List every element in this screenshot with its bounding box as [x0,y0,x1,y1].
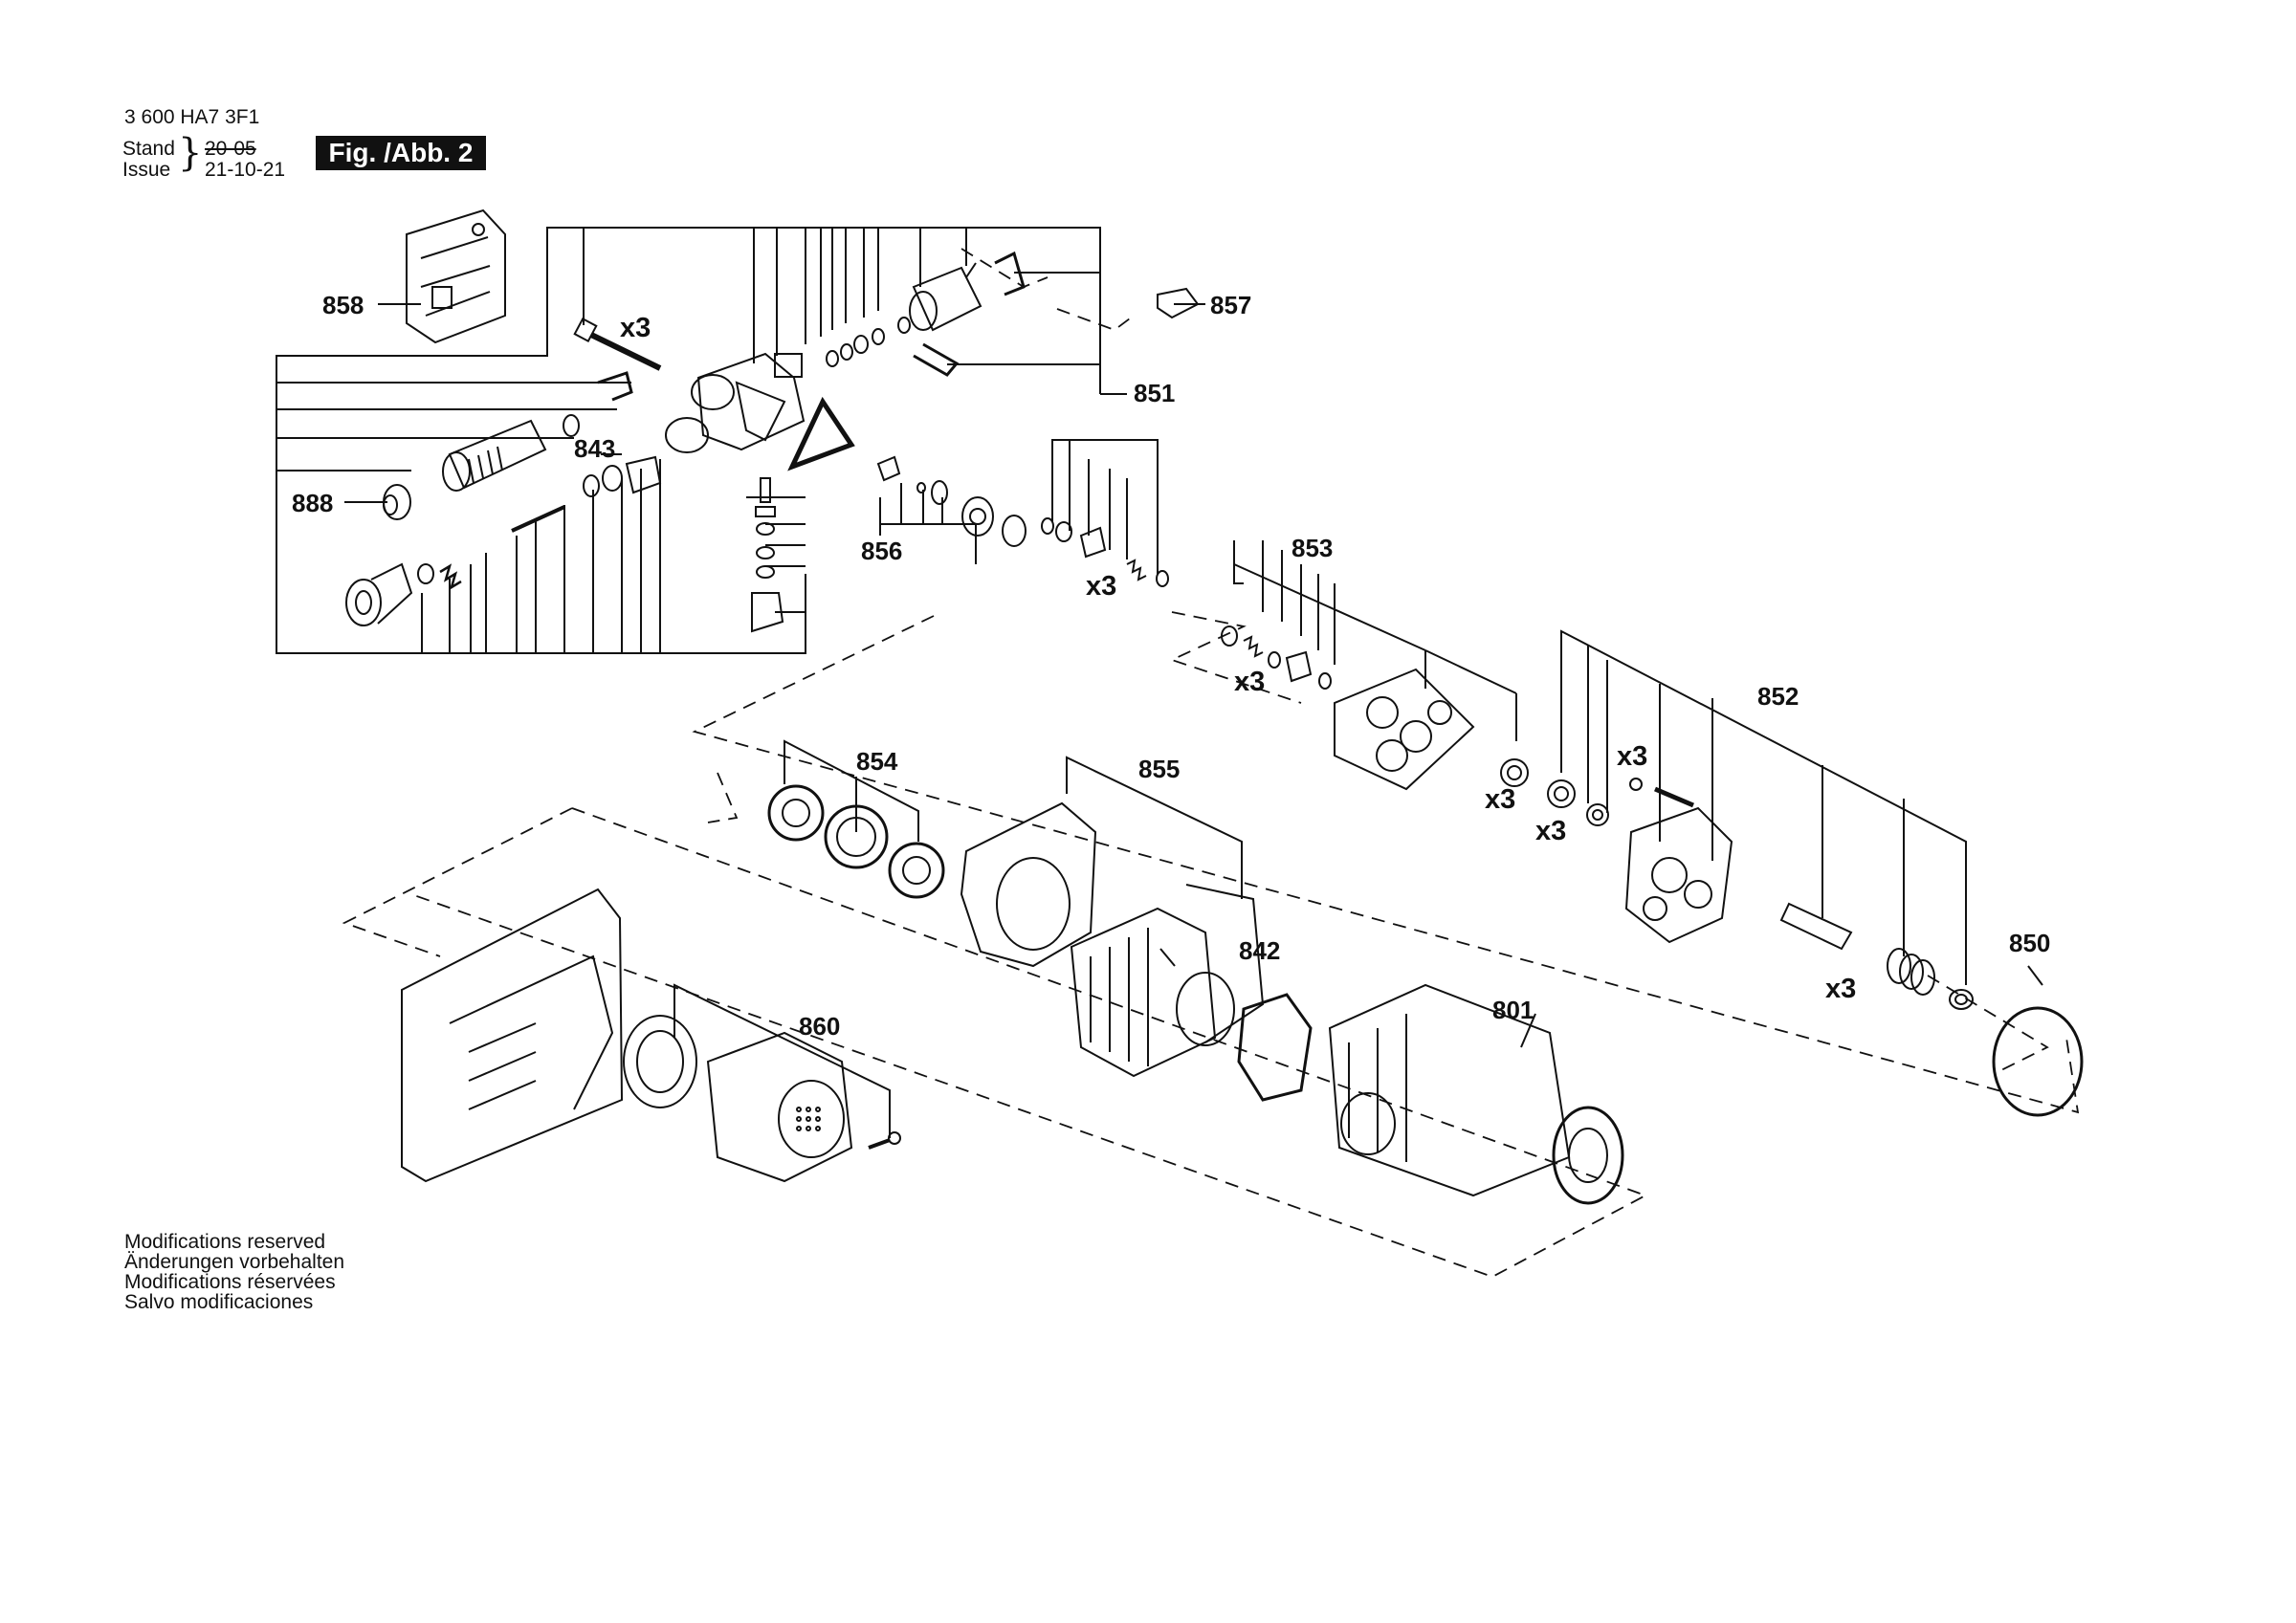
leader-lines [344,303,2043,1048]
notice-es: Salvo modificaciones [124,1291,314,1313]
vent-pattern [796,1107,821,1131]
part-clip-right [913,342,960,377]
brace-symbol: } [178,131,203,175]
part-858-valve-housing [406,208,506,344]
part-pump-block [1334,668,1475,791]
part-854-bearing [767,784,945,899]
part-small-seals-top [826,317,911,367]
part-triangle-seal [787,396,855,472]
qty-bolt: x3 [620,313,651,343]
part-888-filter [383,484,411,520]
qty-pump-ring-2: x3 [1535,816,1566,846]
figure-label: Fig. /Abb. 2 [316,136,486,170]
part-pump-rings [1500,758,1609,826]
bracket-856 [879,483,977,564]
bracket-854 [784,739,919,842]
callout-853: 853 [1292,534,1333,562]
bracket-853 [1051,439,1517,741]
part-856-components [876,455,1027,547]
part-852-pistons [1779,902,1974,1010]
part-853-lower-seals [1221,625,1332,690]
part-855-fan-cover [960,801,1097,968]
part-cylinder [442,419,547,492]
notice-fr: Modifications réservées [124,1271,336,1293]
bracket-852 [1560,629,1967,985]
part-piston-rod [417,505,565,590]
part-853-upper-seals [1041,517,1169,587]
part-nozzle [345,562,413,626]
callout-801: 801 [1492,996,1534,1024]
stand-date: 20-05 [205,138,256,160]
callout-857: 857 [1210,291,1251,319]
bracket-855 [1066,756,1243,899]
bracket-860 [673,983,891,1138]
callout-854: 854 [856,747,898,776]
notice-de: Änderungen vorbehalten [124,1251,345,1273]
callout-851: 851 [1134,379,1175,407]
callout-855: 855 [1138,755,1180,783]
qty-853-upper: x3 [1086,571,1116,602]
part-852-housing [1624,786,1733,944]
part-clip-top [597,371,633,402]
part-842-gasket [1237,993,1313,1102]
callout-852: 852 [1757,682,1799,711]
stand-label: Stand [122,138,175,160]
part-pump-manifold [665,352,806,453]
bracket-851 [276,227,1127,654]
issue-label: Issue [122,159,171,181]
dashed-assembly-guides [342,248,2080,1278]
part-base-housing [401,888,697,1183]
issue-date: 21-10-21 [205,159,286,181]
modifications-notice: Modifications reserved Änderungen vorbeh… [124,1232,344,1312]
callout-858: 858 [322,291,364,319]
callout-888: 888 [292,489,333,517]
notice-en: Modifications reserved [124,1231,326,1253]
callout-860: 860 [799,1012,840,1041]
part-long-bolt [573,317,662,371]
part-860-motor-cover [706,1031,853,1183]
qty-pump-ring-1: x3 [1485,784,1515,815]
part-vertical-valve-stack [751,477,784,633]
document-number: 3 600 HA7 3F1 [124,106,260,128]
part-clip-upper-right [994,251,1026,296]
callout-850: 850 [2009,929,2050,957]
qty-852-pistons: x3 [1825,974,1856,1004]
part-860-screw [868,1131,901,1150]
part-857-cap [1157,287,1200,319]
part-motor-armature [1070,884,1265,1078]
part-850-o-ring [1992,1006,2084,1117]
callout-856: 856 [861,537,902,565]
qty-852-screw: x3 [1617,741,1647,772]
part-852-screw [1629,778,1643,791]
callout-842: 842 [1239,936,1280,965]
part-843-rings [563,414,662,497]
callout-843: 843 [574,434,615,463]
part-801-motor [1328,983,1624,1205]
qty-853-lower: x3 [1234,667,1265,697]
part-right-valve-body [909,262,982,332]
